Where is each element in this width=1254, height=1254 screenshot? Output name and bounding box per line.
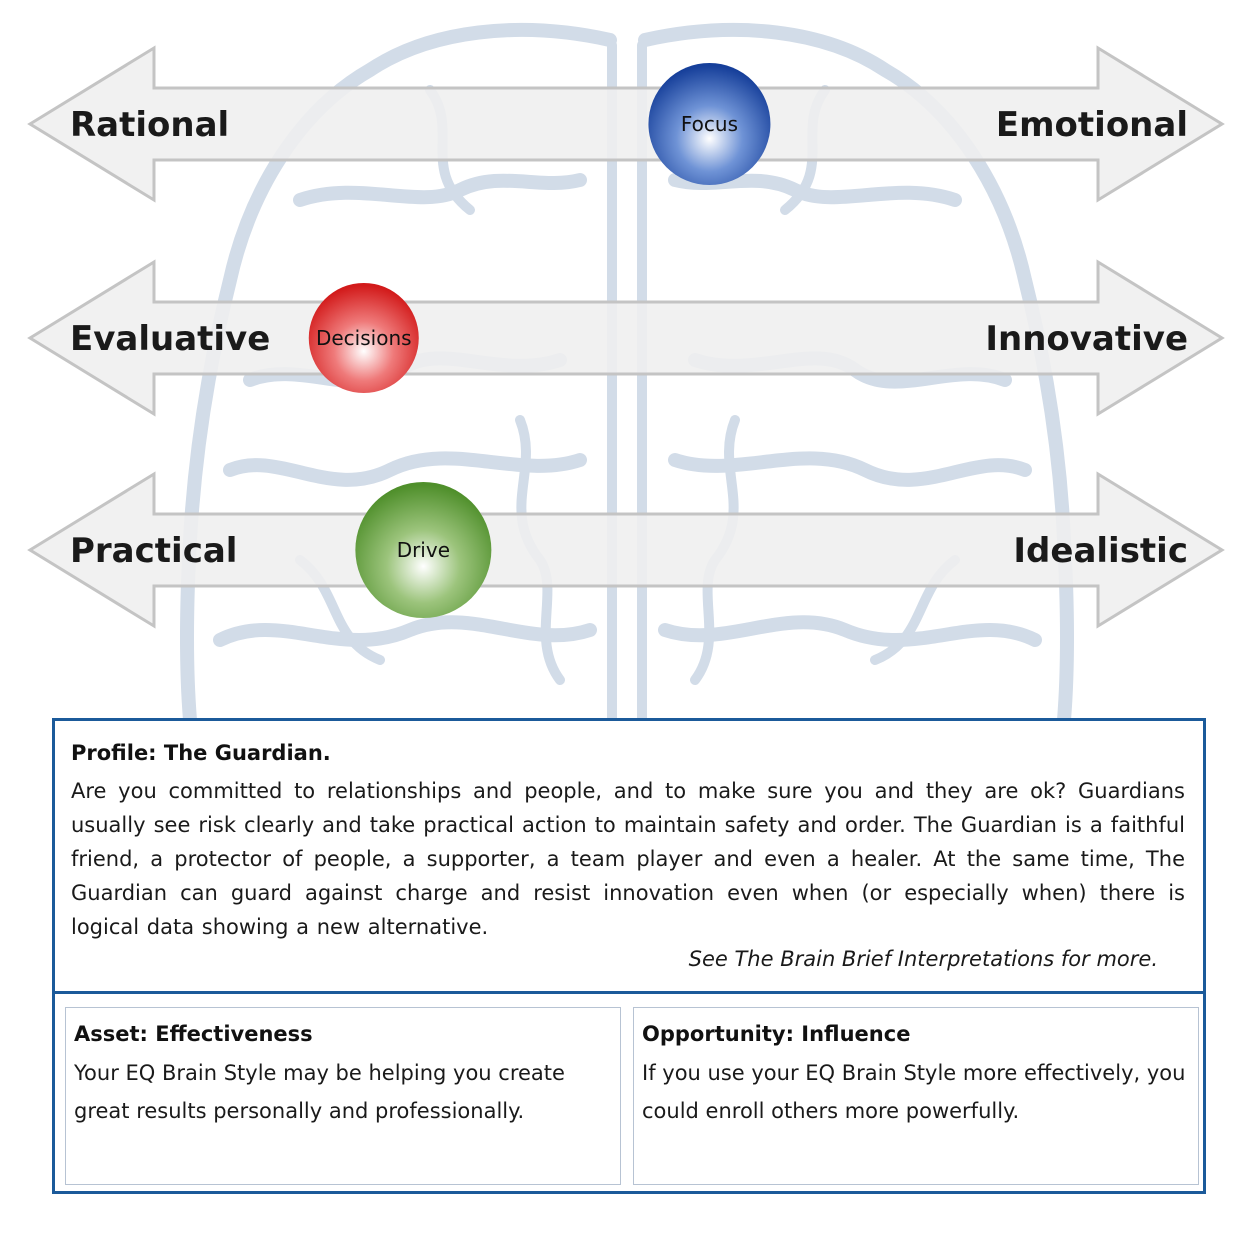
marker-label-focus: Focus: [681, 112, 738, 136]
axis-left-label: Practical: [70, 531, 237, 571]
profile-section: Profile: The Guardian. Are you committed…: [55, 721, 1203, 994]
axis-right-label: Innovative: [985, 319, 1188, 359]
marker-label-drive: Drive: [397, 538, 450, 562]
marker-circle-drive: [355, 482, 492, 618]
profile-title: Profile: The Guardian.: [71, 741, 331, 765]
opportunity-description: If you use your EQ Brain Style more effe…: [642, 1061, 1186, 1123]
axis-left-label: Rational: [70, 105, 229, 145]
profile-panel: Profile: The Guardian. Are you committed…: [52, 718, 1206, 1194]
asset-description: Your EQ Brain Style may be helping you c…: [74, 1061, 565, 1123]
axis-arrow: [27, 259, 1225, 417]
axis-arrows: [27, 45, 1225, 629]
marker-circle-focus: [648, 63, 771, 185]
profile-more-note: See The Brain Brief Interpretations for …: [688, 947, 1158, 971]
marker-label-decisions: Decisions: [316, 326, 412, 350]
marker-circle-decisions: [308, 283, 419, 393]
profile-description: Are you committed to relationships and p…: [71, 779, 1185, 939]
asset-title: Asset: Effectiveness: [74, 1022, 313, 1046]
axis-arrow: [27, 45, 1225, 203]
axis-arrow: [27, 471, 1225, 629]
asset-box: Asset: Effectiveness Your EQ Brain Style…: [65, 1007, 621, 1185]
opportunity-box: Opportunity: Influence If you use your E…: [633, 1007, 1199, 1185]
axis-right-label: Emotional: [996, 105, 1188, 145]
axis-right-label: Idealistic: [1013, 531, 1188, 571]
opportunity-title: Opportunity: Influence: [642, 1022, 911, 1046]
axis-left-label: Evaluative: [70, 319, 270, 359]
